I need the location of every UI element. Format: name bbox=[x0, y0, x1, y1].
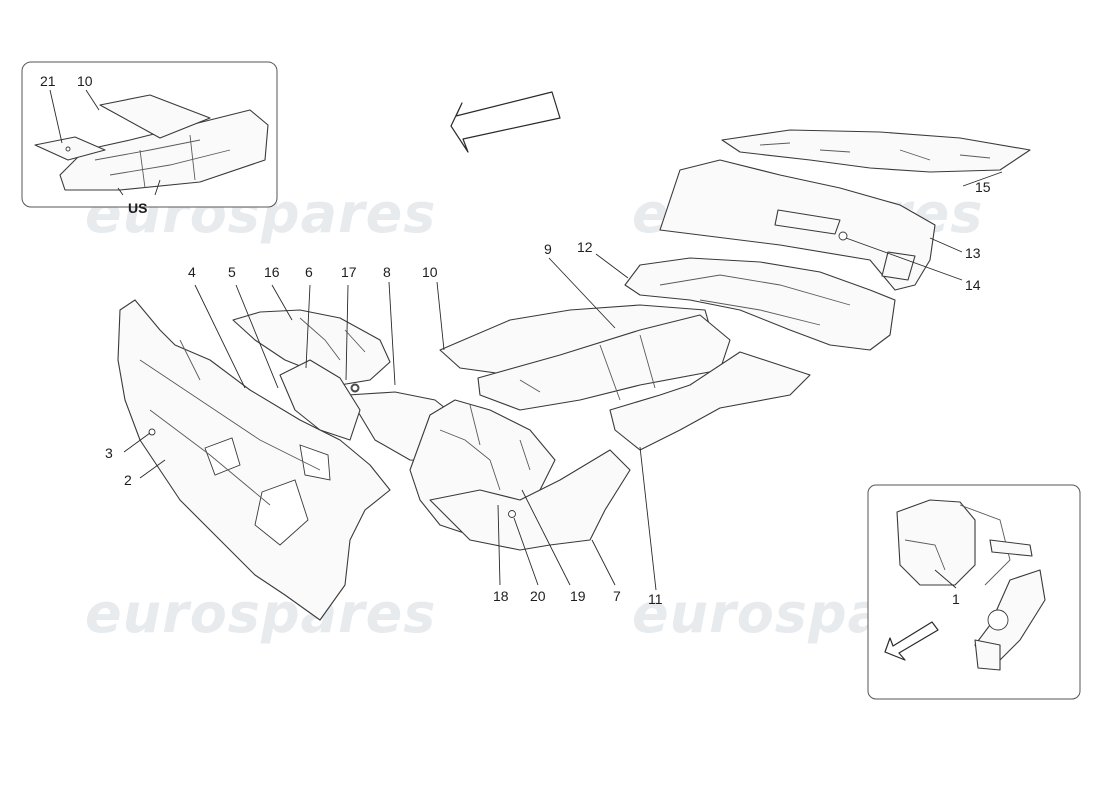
firewall-group: 4 3 2 bbox=[105, 264, 391, 621]
callout-7: 7 bbox=[613, 588, 621, 604]
pedal-bracket bbox=[989, 539, 1033, 557]
callout-20: 20 bbox=[530, 588, 546, 604]
callout-2: 2 bbox=[124, 472, 132, 488]
us-label: US bbox=[128, 200, 147, 216]
us-version-inset: 21 10 US bbox=[21, 61, 278, 216]
callout-16: 16 bbox=[264, 264, 280, 280]
callout-8: 8 bbox=[383, 264, 391, 280]
firewall-cutout bbox=[254, 479, 309, 546]
callout-1: 1 bbox=[952, 591, 960, 607]
bulkhead-upper-group: 16 6 17 5 bbox=[228, 264, 391, 441]
pedal-pivot bbox=[987, 609, 1009, 631]
callout-13: 13 bbox=[965, 245, 981, 261]
firewall-cutout bbox=[299, 444, 331, 481]
bulkhead-upper-insulation bbox=[232, 309, 391, 386]
parcel-shelf-insulation bbox=[721, 129, 1031, 173]
callout-17: 17 bbox=[341, 264, 357, 280]
rear-insulation-group: 15 13 14 12 bbox=[577, 129, 1031, 351]
floor-panel-sketch bbox=[59, 109, 269, 191]
plug-3 bbox=[148, 428, 156, 436]
bulkhead-side-panel bbox=[279, 359, 361, 441]
callout-14: 14 bbox=[965, 277, 981, 293]
rear-floor-insulation bbox=[624, 257, 896, 351]
watermark-text: eurospares bbox=[85, 582, 436, 645]
callout-4: 4 bbox=[188, 264, 196, 280]
front-tunnel-group: 18 20 19 7 8 bbox=[347, 264, 631, 604]
center-floor-group: 9 10 11 bbox=[422, 241, 811, 607]
callout-3: 3 bbox=[105, 445, 113, 461]
pedal-box-insulation bbox=[896, 499, 976, 586]
pedal-inset: 1 bbox=[867, 484, 1081, 700]
plug-17 bbox=[351, 384, 359, 392]
insulation-mat-10 bbox=[99, 94, 211, 139]
floor-mat-7 bbox=[429, 449, 631, 551]
callout-6: 6 bbox=[305, 264, 313, 280]
rear-footwell-mat bbox=[609, 351, 811, 451]
callout-5: 5 bbox=[228, 264, 236, 280]
direction-arrow bbox=[450, 91, 561, 153]
callout-9: 9 bbox=[544, 241, 552, 257]
callout-18: 18 bbox=[493, 588, 509, 604]
callout-21: 21 bbox=[40, 73, 56, 89]
callout-10: 10 bbox=[422, 264, 438, 280]
direction-arrow bbox=[884, 621, 939, 661]
plug-14 bbox=[838, 231, 848, 241]
firewall-insulation bbox=[117, 299, 391, 621]
callout-15: 15 bbox=[975, 179, 991, 195]
clip-20 bbox=[508, 510, 516, 518]
callout-19: 19 bbox=[570, 588, 586, 604]
firewall-cutout bbox=[204, 437, 241, 476]
callout-11: 11 bbox=[648, 591, 663, 607]
bulkhead-opening bbox=[774, 209, 841, 235]
bulkhead-tab bbox=[881, 251, 916, 281]
callout-12: 12 bbox=[577, 239, 593, 255]
callout-10: 10 bbox=[77, 73, 93, 89]
pedal-pad bbox=[974, 639, 1001, 671]
